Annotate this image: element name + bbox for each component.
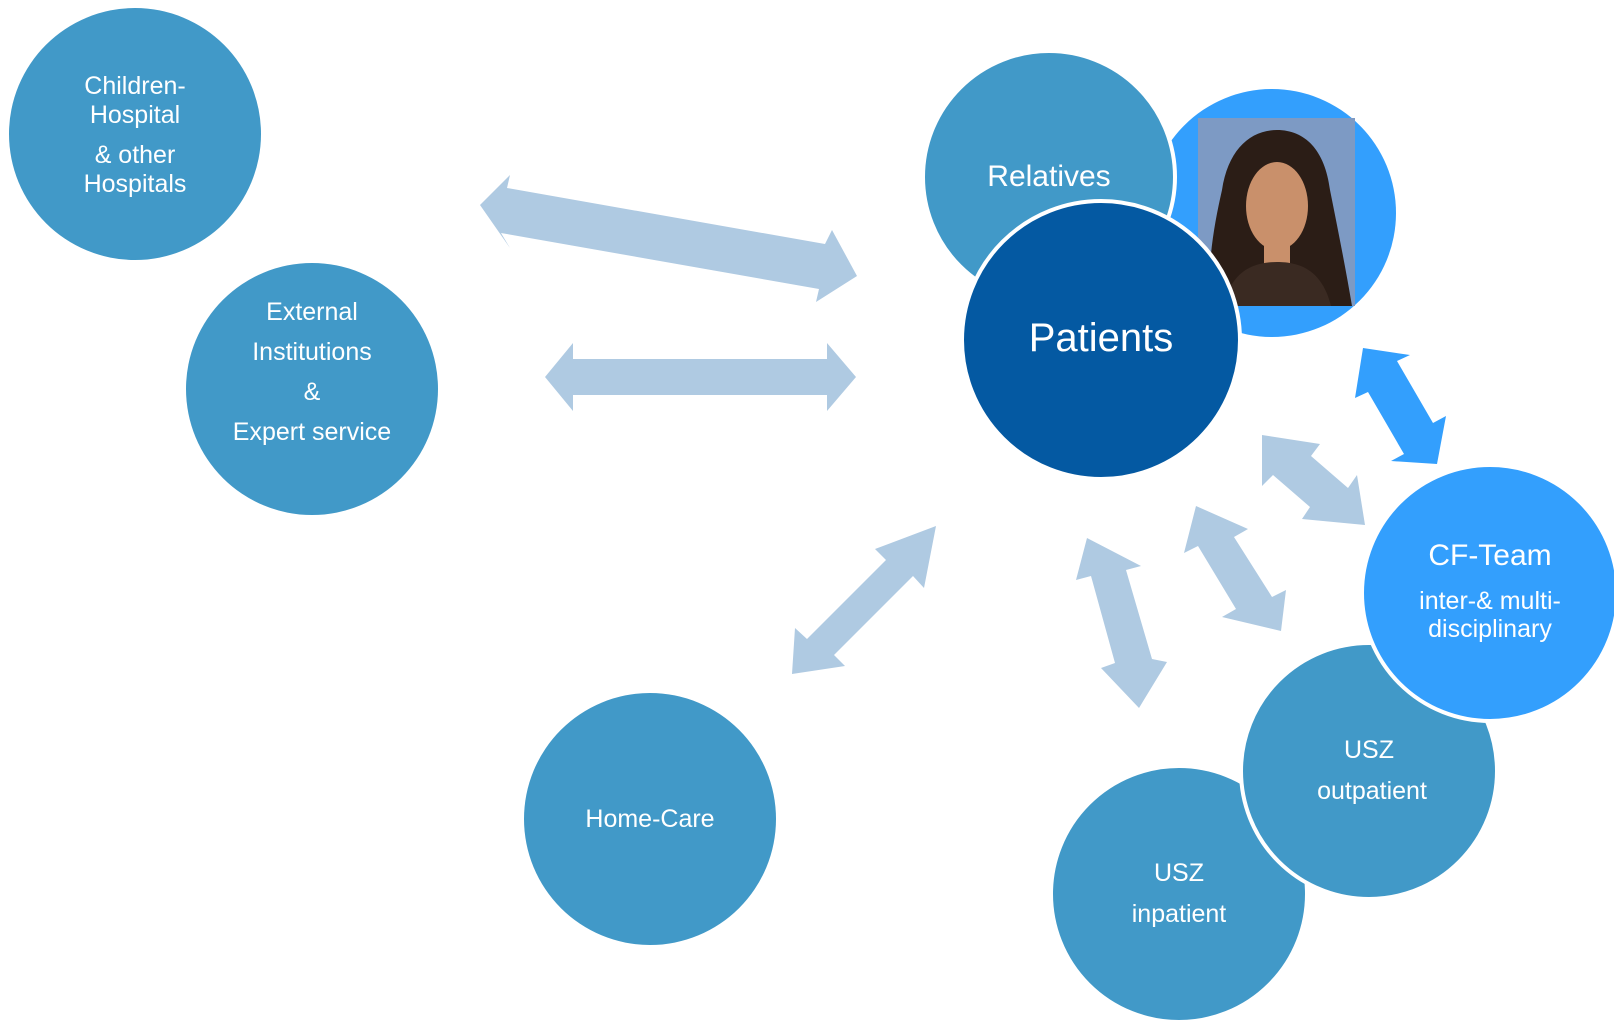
- connector-arrows: [480, 175, 1365, 708]
- external-institutions-line1: External: [266, 298, 358, 326]
- node-home-care: Home-Care: [524, 693, 776, 945]
- node-usz-inpatient: USZ inpatient: [1049, 764, 1309, 1020]
- usz-outpatient-line1: USZ: [1344, 736, 1394, 764]
- usz-outpatient-line2: outpatient: [1317, 777, 1427, 805]
- arrow-homecare-patients: [792, 526, 936, 674]
- arrow-cfteam-patients: [1262, 435, 1365, 525]
- node-cf-team: CF-Team inter-& multi- disciplinary: [1360, 463, 1614, 723]
- arrow-photo-cfteam: [1355, 348, 1446, 464]
- children-hospital-line2: Hospital: [90, 101, 180, 129]
- arrow-institutions-patients: [545, 343, 856, 411]
- node-children-hospital: Children- Hospital & other Hospitals: [9, 8, 261, 260]
- children-hospital-line3: & other: [95, 141, 176, 169]
- cf-team-line1: inter-& multi-: [1419, 587, 1561, 615]
- external-institutions-line3: &: [304, 378, 321, 406]
- cf-team-line2: disciplinary: [1428, 615, 1552, 643]
- arrow-hospitals-patients: [480, 175, 857, 302]
- arrow-outpatient-patients: [1184, 506, 1286, 631]
- cf-team-title: CF-Team: [1428, 539, 1551, 572]
- home-care-label: Home-Care: [585, 805, 714, 833]
- relatives-label: Relatives: [987, 160, 1110, 193]
- usz-inpatient-line2: inpatient: [1132, 900, 1227, 928]
- arrow-inpatient-patients: [1076, 538, 1167, 708]
- node-patients: Patients: [960, 199, 1242, 481]
- usz-inpatient-line1: USZ: [1154, 859, 1204, 887]
- patients-label: Patients: [1029, 316, 1174, 360]
- external-institutions-line2: Institutions: [252, 338, 372, 366]
- children-hospital-line4: Hospitals: [84, 170, 187, 198]
- children-hospital-line1: Children-: [84, 72, 185, 100]
- node-external-institutions: External Institutions & Expert service: [186, 263, 438, 515]
- external-institutions-line4: Expert service: [233, 418, 391, 446]
